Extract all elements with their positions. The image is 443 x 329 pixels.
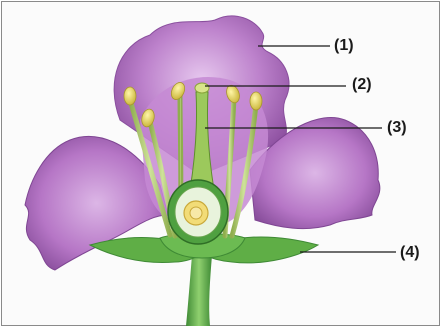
stem — [186, 255, 212, 326]
label-style: (3) — [387, 120, 407, 136]
label-stigma: (2) — [352, 77, 372, 93]
label-sepal: (4) — [400, 245, 420, 261]
anther — [250, 92, 262, 110]
label-petal: (1) — [334, 38, 354, 54]
stigma — [195, 83, 209, 93]
ovule-core — [190, 207, 202, 219]
anther — [124, 87, 136, 105]
